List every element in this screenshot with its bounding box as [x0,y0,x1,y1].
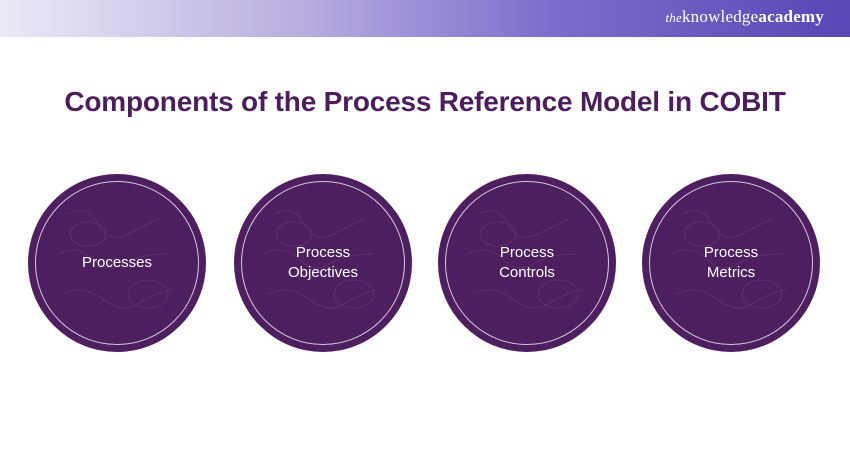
brand-logo: theknowledgeacademy [666,7,825,27]
component-label: Processes [81,254,153,271]
component-circle-processes: Processes [28,174,206,352]
circle-ring [35,181,199,345]
brand-bold: academy [758,7,824,26]
brand-mid: knowledge [681,7,759,26]
circle-ring [649,181,813,345]
component-circle-objectives: Process Objectives [234,174,412,352]
component-label: Process Controls [499,244,555,281]
header-bar: theknowledgeacademy [0,0,850,37]
component-circle-controls: Process Controls [438,174,616,352]
component-label: Process Metrics [703,244,759,281]
circle-ring [445,181,609,345]
page-title: Components of the Process Reference Mode… [64,86,786,117]
circle-ring [241,181,405,345]
brand-prefix: the [665,10,682,25]
component-label: Process Objectives [287,244,359,281]
component-circle-metrics: Process Metrics [642,174,820,352]
